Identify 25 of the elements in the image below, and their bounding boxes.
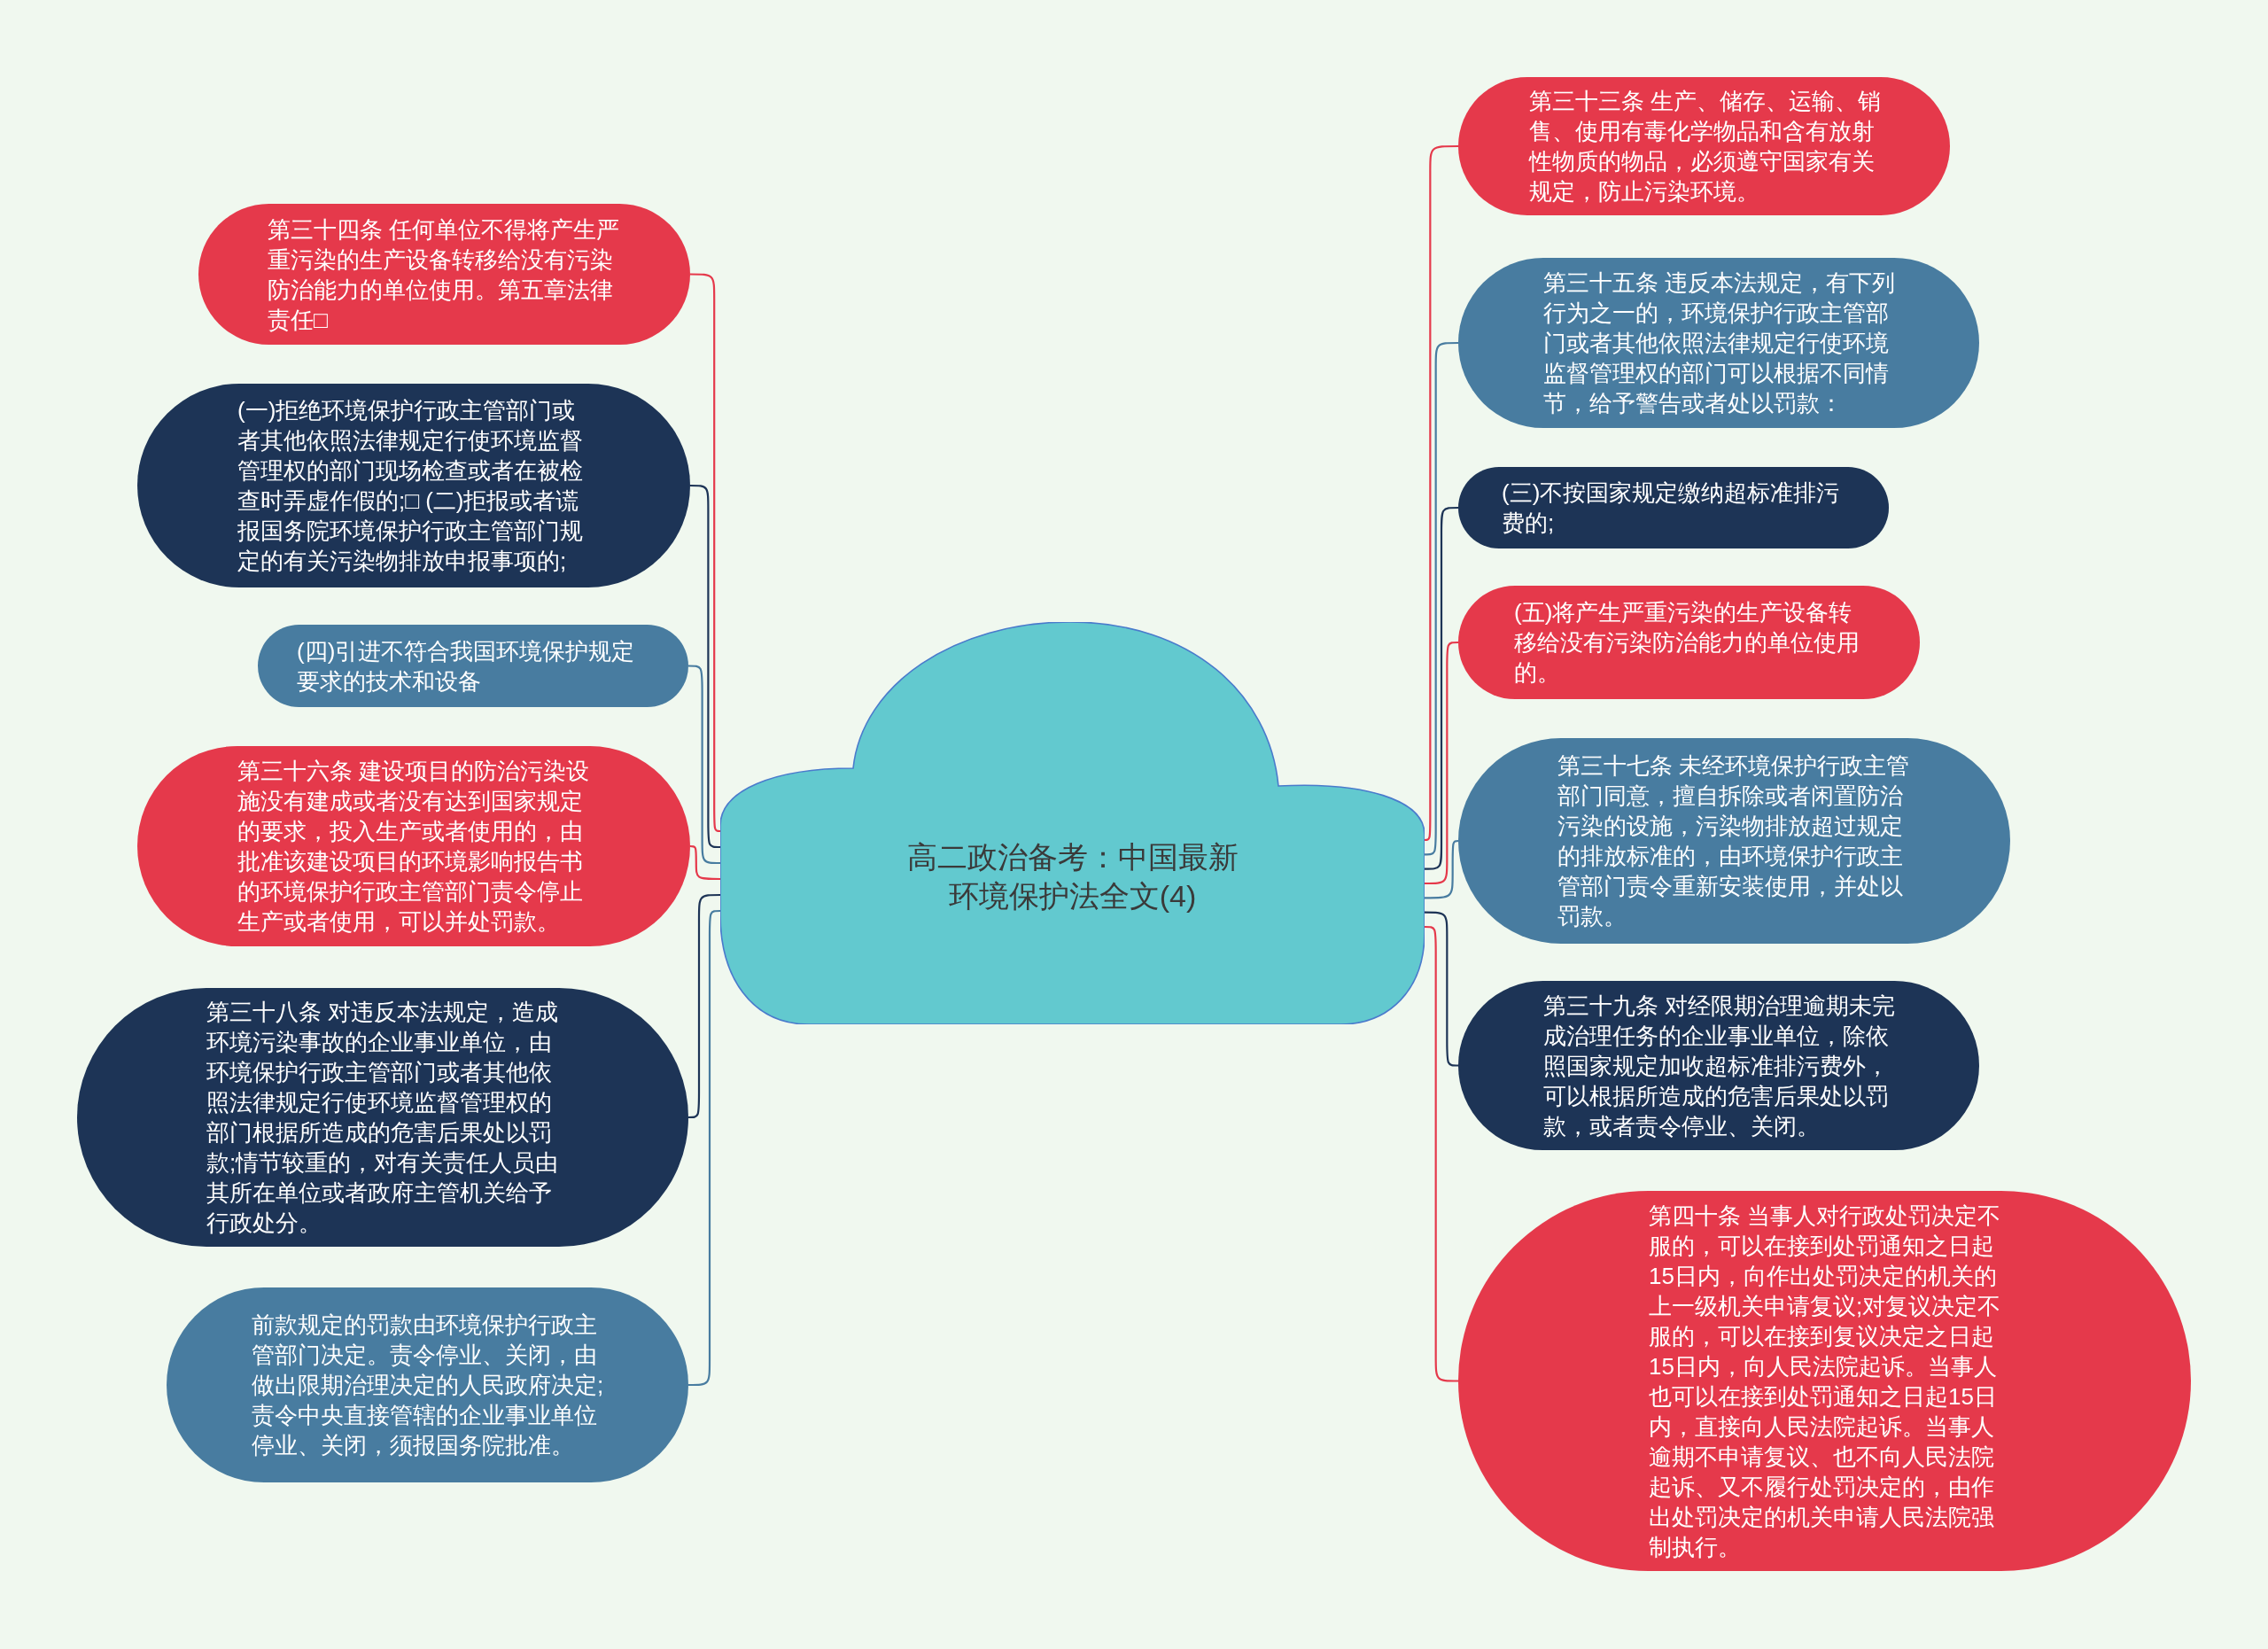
connector-line [1424,925,1458,1382]
connector-line [688,909,721,1387]
connector-line [1425,641,1458,885]
clause-text: 前款规定的罚款由环境保护行政主管部门决定。责令停业、关闭，由做出限期治理决定的人民政府决定;责令中央直接管辖的企业事业单位停业、关闭，须报国务院批准。 [252,1311,605,1460]
clause-text: 第三十七条 未经环境保护行政主管部门同意，擅自拆除或者闲置防治污染的设施，污染物排放超过规定的排放标准的，由环境保护行政主管部门责令重新安装使用，并处以罚款。 [1557,751,1911,931]
connector-line [690,484,720,849]
clause-text: (五)将产生严重污染的生产设备转移给没有污染防治能力的单位使用的。 [1514,598,1860,688]
clause-text: (一)拒绝环境保护行政主管部门或者其他依照法律规定行使环境监督管理权的部门现场检查或者在被检查时弄虚作假的;□ (二)拒报或者谎报国务院环境保护行政主管部门规定的有关污染物排放申报事项的; [237,396,584,576]
clause-text: 第三十四条 任何单位不得将产生严重污染的生产设备转移给没有污染防治能力的单位使用。第五章法律责任□ [268,214,621,335]
clause-text: 第三十三条 生产、储存、运输、销售、使用有毒化学物品和含有放射性物质的物品，必须遵守国家有关规定，防止污染环境。 [1529,87,1883,206]
central-topic: 高二政治备考：中国最新环境保护法全文(4) [905,839,1239,914]
connector-line [1425,911,1458,1067]
connector-line [690,273,721,832]
clause-text: 第三十八条 对违反本法规定，造成环境污染事故的企业事业单位，由环境保护行政主管部门或者其他依照法律规定行使环境监督管理权的部门根据所造成的危害后果处以罚款;情节较重的，对有关责任人员由其所在单位或者政府主管机关给予行政处分。 [206,998,560,1238]
connector-line [689,844,720,881]
connector-line [1425,506,1458,870]
connector-line [688,665,720,865]
connector-line [688,893,720,1119]
clause-text: (四)引进不符合我国环境保护规定要求的技术和设备 [297,636,636,696]
clause-text: 第三十九条 对经限期治理逾期未完成治理任务的企业事业单位，除依照国家规定加收超标准排污费外，可以根据所造成的危害后果处以罚款，或者责令停业、关闭。 [1543,991,1897,1141]
clause-text: (三)不按国家规定缴纳超标准排污费的; [1502,478,1841,538]
connector-line [1425,839,1459,899]
clause-text: 第三十五条 违反本法规定，有下列行为之一的，环境保护行政主管部门或者其他依照法律规定行使环境监督管理权的部门可以根据不同情节，给予警告或者处以罚款： [1543,268,1897,418]
clause-text: 第四十条 当事人对行政处罚决定不服的，可以在接到处罚通知之日起15日内，向作出处罚决定的机关的上一级机关申请复议;对复议决定不服的，可以在接到复议决定之日起15日内，向人民法院起诉。当事人也可以在接到处罚通知之日起15日内，直接向人民法院起诉。当事人逾期不申请复议、也不向人民法院起诉、又不履行处罚决定的，由作出处罚决定的机关申请人民法院强制执行。 [1649,1201,2002,1562]
clause-text: 第三十六条 建设项目的防治污染设施没有建成或者没有达到国家规定的要求，投入生产或者使用的，由批准该建设项目的环境影响报告书的环境保护行政主管部门责令停止生产或者使用，可以并处罚款。 [237,757,591,937]
